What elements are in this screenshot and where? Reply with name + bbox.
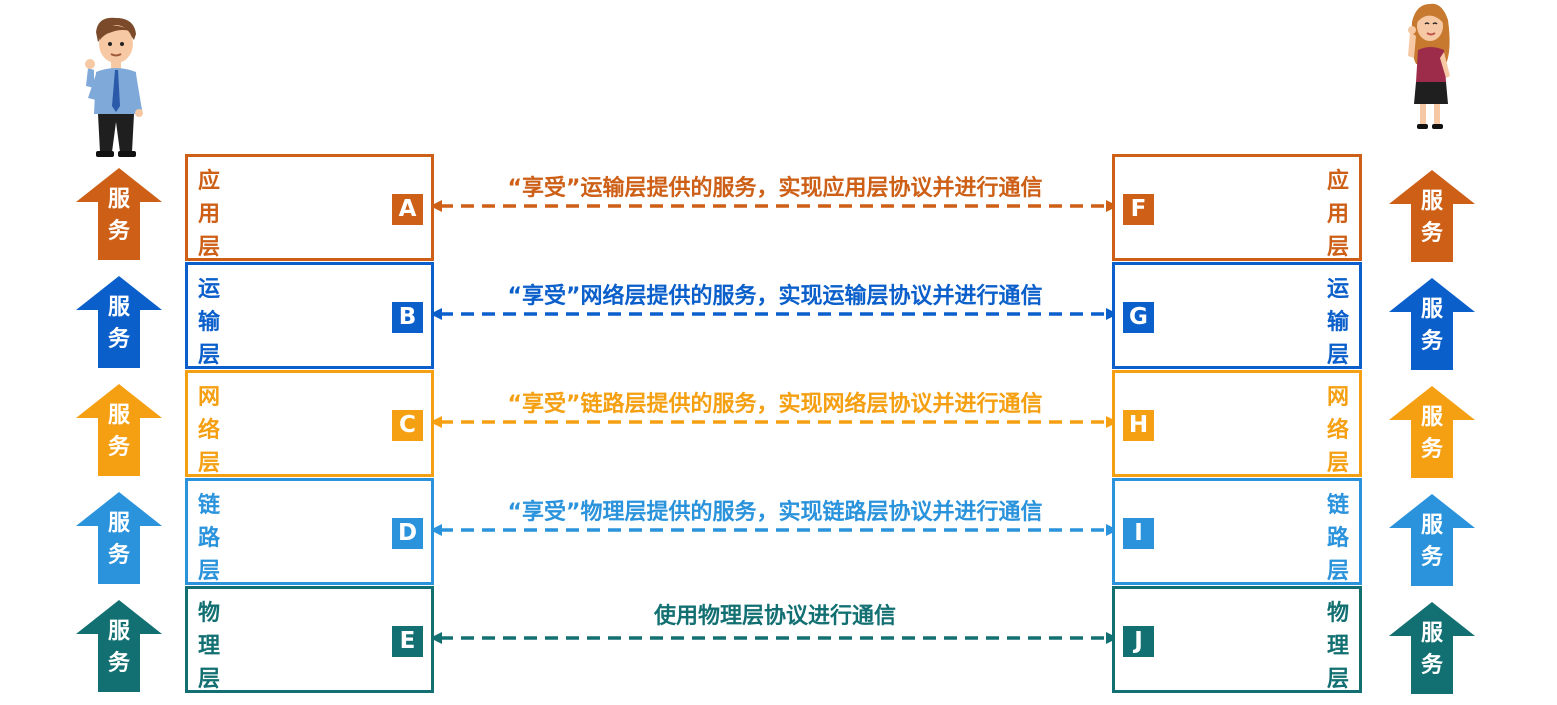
service-arrow-right: 服务	[1389, 170, 1475, 262]
service-label: 服务	[107, 511, 130, 568]
right-layer-box: 链路层 I	[1112, 478, 1362, 585]
right-layer-letter: G	[1123, 302, 1154, 333]
arrowhead-left-icon	[430, 308, 442, 320]
left-layer-letter: D	[392, 518, 423, 549]
up-arrow-icon	[76, 492, 162, 584]
layer-message: “享受”物理层提供的服务，实现链路层协议并进行通信	[507, 500, 1043, 525]
left-layer-letter: B	[392, 302, 423, 333]
service-label: 服务	[1420, 297, 1443, 354]
arrowhead-left-icon	[430, 416, 442, 428]
service-label: 服务	[1420, 621, 1443, 678]
service-arrow-left: 服务	[76, 168, 162, 260]
up-arrow-icon	[1389, 170, 1475, 262]
right-layer-name: 链路层	[1326, 493, 1349, 584]
arrowhead-left-icon	[430, 632, 442, 644]
left-layer-letter: A	[392, 194, 423, 225]
left-layer-box: 运输层 B	[185, 262, 434, 369]
right-layer-box: 运输层 G	[1112, 262, 1362, 369]
left-layer-box: 网络层 C	[185, 370, 434, 477]
right-layer-letter: H	[1123, 410, 1154, 441]
left-layer-letter: E	[392, 626, 423, 657]
service-arrow-left: 服务	[76, 492, 162, 584]
right-layer-name: 网络层	[1326, 385, 1349, 476]
layer-message: 使用物理层协议进行通信	[653, 604, 896, 629]
up-arrow-icon	[1389, 602, 1475, 694]
left-layer-name: 网络层	[197, 385, 220, 476]
right-layer-name: 运输层	[1326, 277, 1349, 368]
left-layer-box: 链路层 D	[185, 478, 434, 585]
right-layer-name: 应用层	[1326, 169, 1349, 260]
service-label: 服务	[107, 619, 130, 676]
left-layer-box: 物理层 E	[185, 586, 434, 693]
service-arrow-left: 服务	[76, 276, 162, 368]
right-layer-box: 网络层 H	[1112, 370, 1362, 477]
man-avatar-icon	[82, 14, 148, 159]
right-layer-box: 物理层 J	[1112, 586, 1362, 693]
service-arrow-right: 服务	[1389, 278, 1475, 370]
right-layer-letter: F	[1123, 194, 1154, 225]
service-arrow-left: 服务	[76, 384, 162, 476]
service-arrow-left: 服务	[76, 600, 162, 692]
right-layer-letter: J	[1123, 626, 1154, 657]
service-label: 服务	[107, 295, 130, 352]
left-layer-name: 链路层	[197, 493, 220, 584]
up-arrow-icon	[76, 600, 162, 692]
service-label: 服务	[107, 403, 130, 460]
service-label: 服务	[1420, 189, 1443, 246]
up-arrow-icon	[1389, 278, 1475, 370]
arrowhead-left-icon	[430, 200, 442, 212]
left-layer-box: 应用层 A	[185, 154, 434, 261]
right-layer-box: 应用层 F	[1112, 154, 1362, 261]
service-label: 服务	[1420, 513, 1443, 570]
up-arrow-icon	[76, 384, 162, 476]
right-layer-name: 物理层	[1326, 601, 1349, 692]
service-label: 服务	[1420, 405, 1443, 462]
service-label: 服务	[107, 187, 130, 244]
up-arrow-icon	[1389, 494, 1475, 586]
layer-message: “享受”网络层提供的服务，实现运输层协议并进行通信	[507, 284, 1043, 309]
service-arrow-right: 服务	[1389, 494, 1475, 586]
up-arrow-icon	[76, 276, 162, 368]
right-layer-letter: I	[1123, 518, 1154, 549]
layer-message: “享受”运输层提供的服务，实现应用层协议并进行通信	[507, 176, 1043, 201]
woman-avatar-icon	[1402, 2, 1458, 132]
left-layer-name: 运输层	[197, 277, 220, 368]
layer-message: “享受”链路层提供的服务，实现网络层协议并进行通信	[507, 392, 1043, 417]
service-arrow-right: 服务	[1389, 602, 1475, 694]
up-arrow-icon	[76, 168, 162, 260]
left-layer-name: 物理层	[197, 601, 220, 692]
service-arrow-right: 服务	[1389, 386, 1475, 478]
left-layer-name: 应用层	[197, 169, 220, 260]
arrowhead-left-icon	[430, 524, 442, 536]
left-layer-letter: C	[392, 410, 423, 441]
up-arrow-icon	[1389, 386, 1475, 478]
